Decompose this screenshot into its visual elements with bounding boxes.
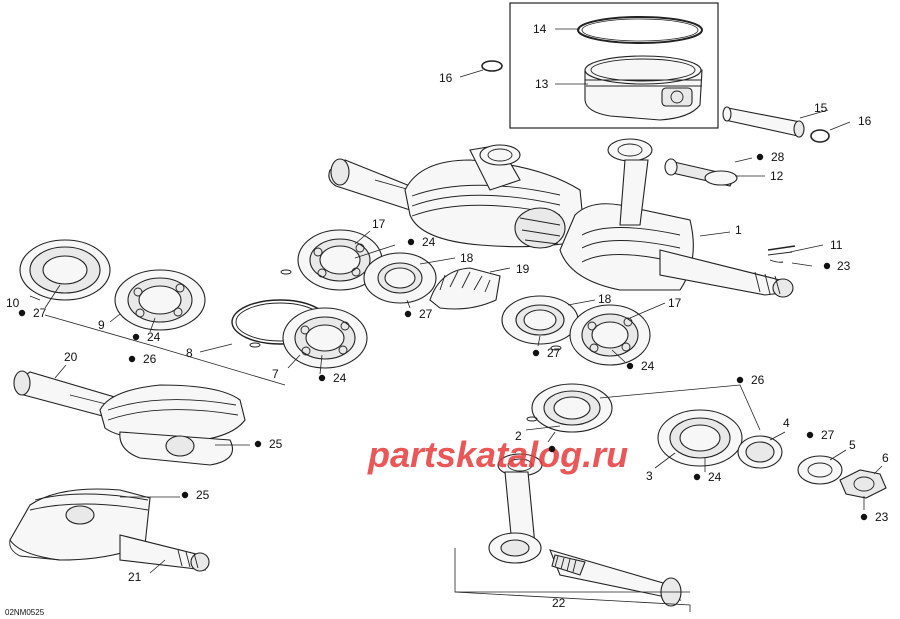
callout-label: 11 (830, 238, 843, 252)
callout-label: 7 (272, 367, 279, 381)
callout-label: 27 (419, 307, 433, 321)
callout-label: 6 (882, 451, 889, 465)
crankshaft-main (328, 138, 824, 298)
crank-half-21 (9, 488, 210, 574)
callout-label: 23 (837, 259, 851, 273)
center-bearings (280, 229, 666, 366)
callout-label: 3 (646, 469, 653, 483)
callout-label: 17 (668, 296, 682, 310)
callout-label: 26 (751, 373, 765, 387)
callout-label: 1 (735, 223, 742, 237)
callout-label: 28 (771, 150, 785, 164)
watermark-text: partskatalog.ru (367, 434, 628, 475)
left-bearings (19, 239, 368, 386)
callout-label: 4 (783, 416, 790, 430)
callout-label: 26 (143, 352, 157, 366)
callout-label: 15 (814, 101, 828, 115)
callout-label: 16 (439, 71, 453, 85)
callout-label: 24 (422, 235, 436, 249)
callout-label: 2 (515, 429, 522, 443)
callout-label: 14 (533, 22, 547, 36)
callout-label: 17 (372, 217, 386, 231)
piston-frame (509, 2, 719, 129)
crank-half-20 (13, 364, 250, 466)
callout-label: 23 (875, 510, 889, 524)
callout-label: 18 (598, 292, 612, 306)
callout-label: 9 (98, 318, 105, 332)
callout-label: 5 (849, 438, 856, 452)
piston-pin-part (724, 107, 801, 137)
callout-label: 19 (516, 262, 530, 276)
callout-label: 22 (552, 596, 566, 610)
nut-part (839, 469, 887, 499)
piston-pin-group (664, 106, 851, 187)
circlip-part (481, 60, 503, 72)
callout-label: 24 (708, 470, 722, 484)
callout-label: 13 (535, 77, 549, 91)
callout-label: 18 (460, 251, 474, 265)
callout-label: 16 (858, 114, 872, 128)
callout-label: 27 (33, 306, 47, 320)
piston-group (459, 2, 719, 129)
callout-label: 27 (547, 346, 561, 360)
callout-label: 24 (147, 330, 161, 344)
piston-ring-part (577, 16, 703, 44)
callout-label: 25 (196, 488, 210, 502)
callout-label: 8 (186, 346, 193, 360)
callout-label: 24 (333, 371, 347, 385)
callout-label: 20 (64, 350, 78, 364)
callout-label: 27 (821, 428, 835, 442)
right-small-parts (525, 383, 887, 510)
gear-part (429, 267, 501, 310)
conrod-assembly (454, 453, 691, 612)
diagram-code: 02NM0525 (5, 608, 45, 617)
callout-label: 21 (128, 570, 142, 584)
callout-label: 24 (641, 359, 655, 373)
callout-label: 10 (6, 296, 20, 310)
callout-label: 12 (770, 169, 784, 183)
callout-label: 25 (269, 437, 283, 451)
